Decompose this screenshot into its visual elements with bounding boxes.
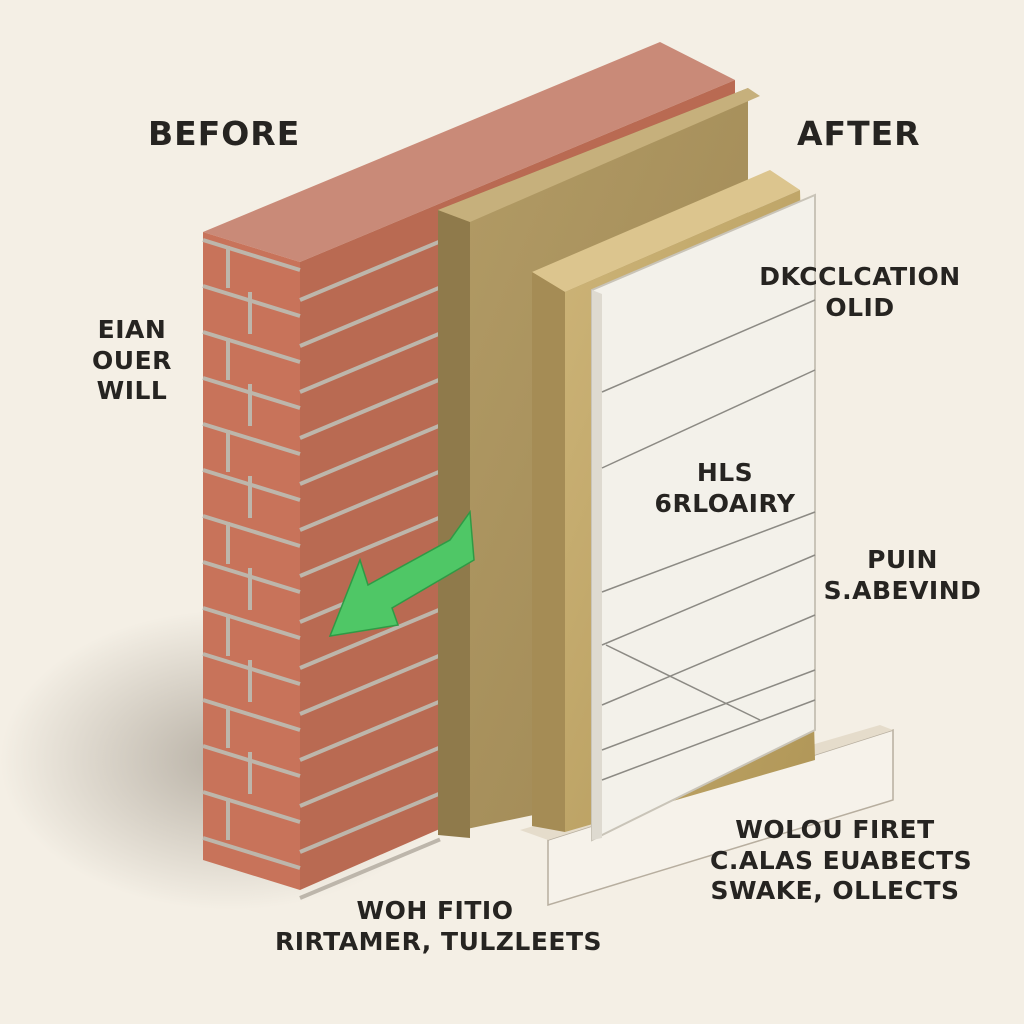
mortar-line	[202, 422, 301, 456]
top-right-line-1: DKCCLCATION	[759, 262, 961, 291]
mortar-line	[299, 745, 441, 808]
mortar-line	[202, 514, 301, 548]
board-center-line-2: 6RLOAIRY	[654, 488, 796, 518]
plaster-board	[591, 193, 816, 842]
bottom-center-line-2: RIRTAMER, TULZLEETS	[275, 926, 603, 956]
bottom-right-line-3: SWAKE, OLLECTS	[710, 876, 960, 905]
right-middle-label: PUIN S.ABEVIND	[815, 545, 990, 606]
mortar-line	[299, 423, 441, 486]
mortar-line	[299, 331, 441, 394]
left-wall-line-2: OUER	[92, 345, 172, 375]
mortar-line	[202, 238, 301, 272]
mortar-line	[299, 653, 441, 716]
right-middle-line-1: PUIN	[867, 545, 938, 574]
before-heading: BEFORE	[148, 114, 301, 153]
left-wall-line-1: EIAN	[97, 315, 167, 344]
board-center-line-1: HLS	[696, 458, 754, 487]
mortar-line	[299, 469, 441, 532]
bottom-right-line-1: WOLOU FIRET	[735, 815, 935, 844]
board-center-label: HLS 6RLOAIRY	[650, 458, 800, 519]
bottom-center-line-1: WOH FITIO	[356, 896, 514, 925]
mortar-line	[202, 330, 301, 364]
mortar-line	[299, 515, 441, 578]
mortar-line	[202, 790, 301, 824]
top-right-line-2: OLID	[825, 292, 895, 322]
mortar-line	[202, 698, 301, 732]
bottom-center-label: WOH FITIO RIRTAMER, TULZLEETS	[275, 896, 603, 957]
mortar-line	[202, 606, 301, 640]
mortar-line	[299, 837, 441, 900]
left-wall-label: EIAN OUER WILL	[82, 315, 182, 407]
bottom-right-line-2: C.ALAS EUABECTS	[710, 845, 973, 875]
arrow-left-icon	[328, 509, 475, 637]
mortar-line	[299, 285, 441, 348]
mortar-line	[202, 836, 301, 870]
mortar-line	[299, 791, 441, 854]
right-middle-line-2: S.ABEVIND	[823, 575, 982, 605]
mortar-line	[299, 607, 441, 670]
mortar-line	[299, 377, 441, 440]
mortar-line	[299, 699, 441, 762]
left-wall-line-3: WILL	[96, 376, 168, 405]
bottom-right-label: WOLOU FIRET C.ALAS EUABECTS SWAKE, OLLEC…	[710, 815, 973, 907]
mortar-line	[299, 239, 441, 302]
after-heading: AFTER	[797, 114, 921, 153]
top-right-label: DKCCLCATION OLID	[755, 262, 965, 323]
